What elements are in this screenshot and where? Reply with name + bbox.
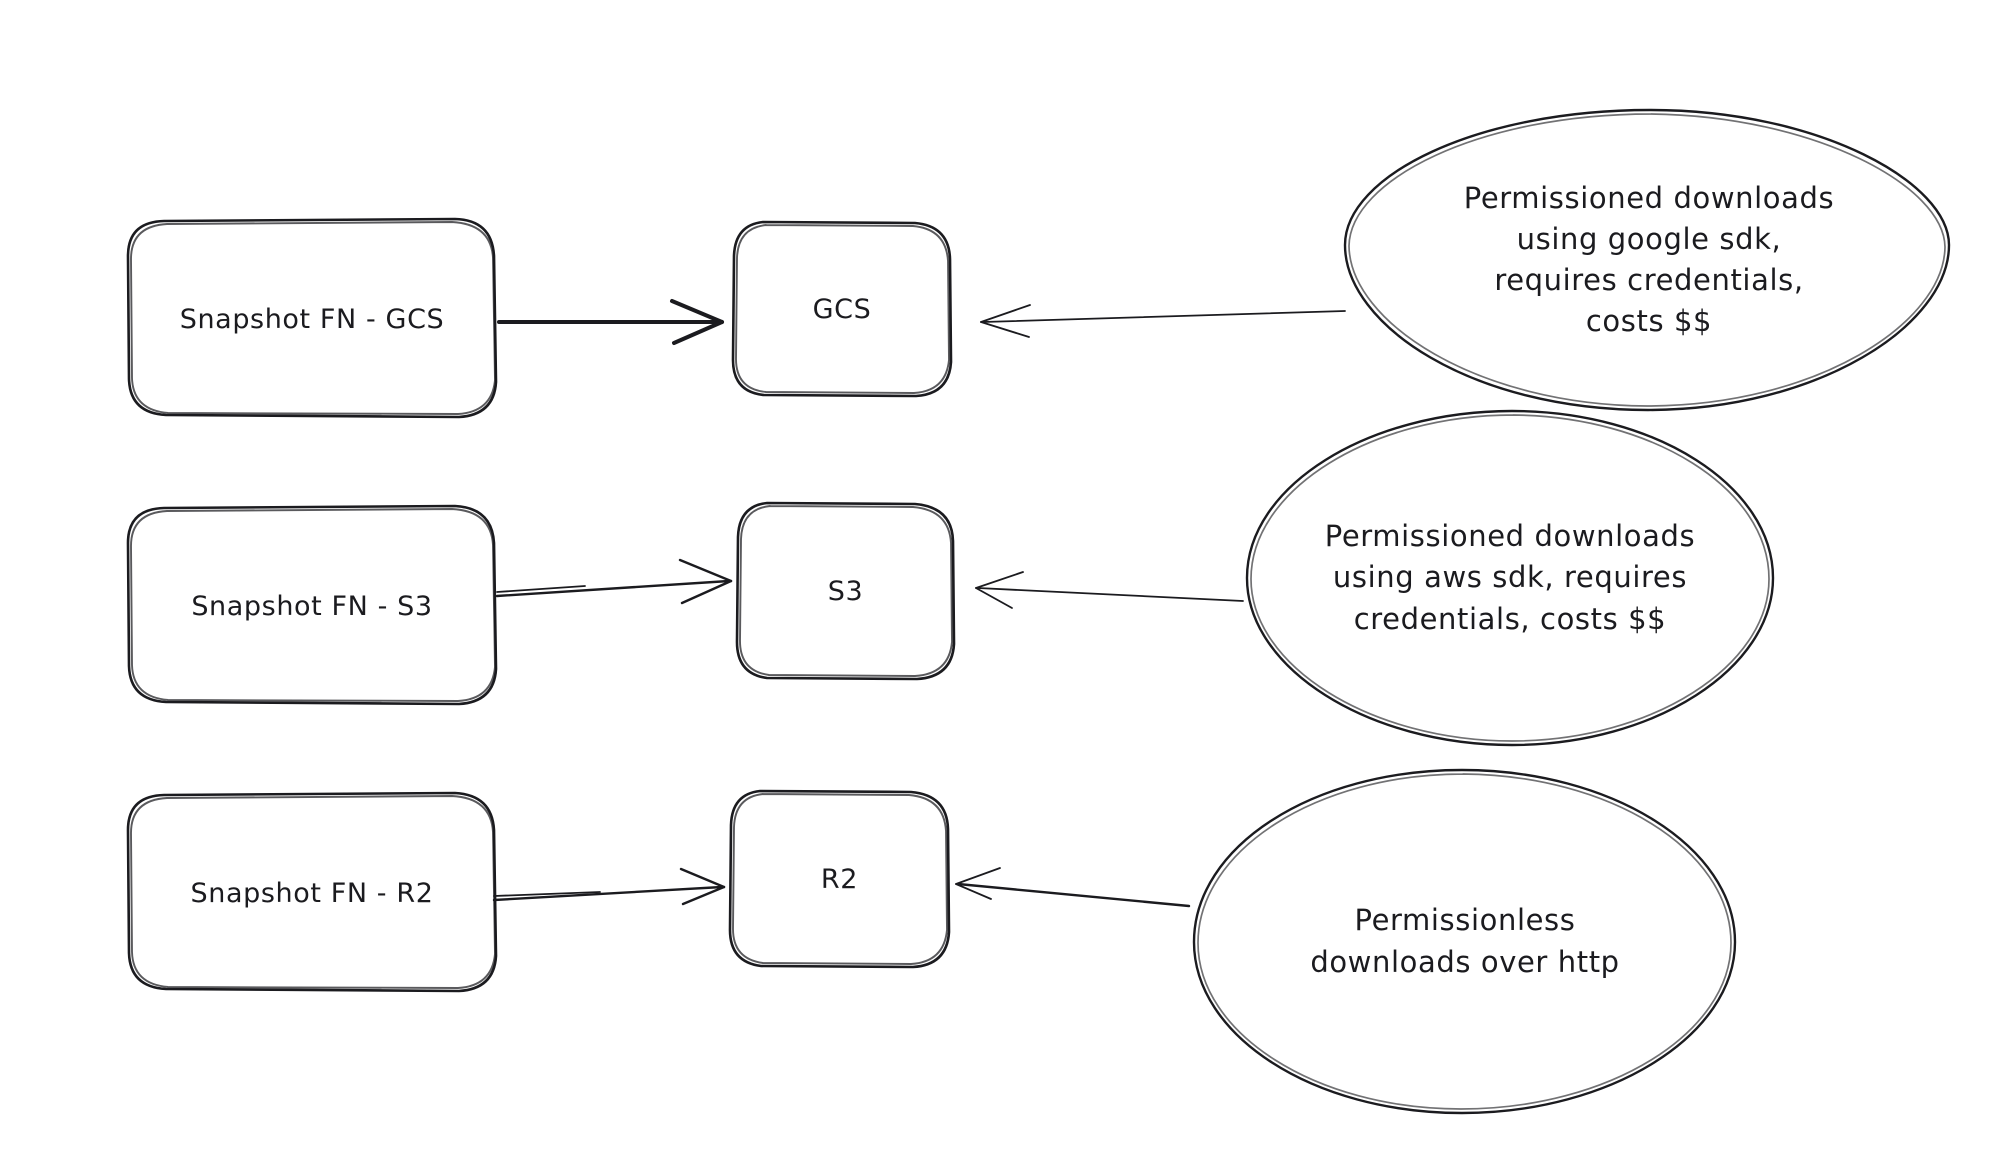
arrow-note-to-store-gcs bbox=[980, 304, 1346, 338]
arrow-source-to-store-s3 bbox=[495, 558, 733, 605]
shape-store-box-s3[interactable] bbox=[735, 501, 956, 681]
shape-source-box-gcs[interactable] bbox=[126, 217, 498, 419]
arrow-note-to-store-s3 bbox=[975, 571, 1244, 609]
shape-store-box-gcs[interactable] bbox=[731, 220, 953, 398]
shape-note-ellipse-r2[interactable] bbox=[1192, 768, 1737, 1115]
arrow-source-to-store-gcs bbox=[497, 299, 724, 345]
arrow-note-to-store-r2 bbox=[955, 867, 1191, 908]
shape-store-box-r2[interactable] bbox=[728, 789, 951, 969]
shape-source-box-s3[interactable] bbox=[126, 504, 498, 706]
shape-source-box-r2[interactable] bbox=[126, 791, 498, 993]
shape-note-ellipse-s3[interactable] bbox=[1245, 409, 1775, 747]
arrow-source-to-store-r2 bbox=[492, 867, 726, 906]
shape-note-ellipse-gcs[interactable] bbox=[1343, 108, 1951, 412]
